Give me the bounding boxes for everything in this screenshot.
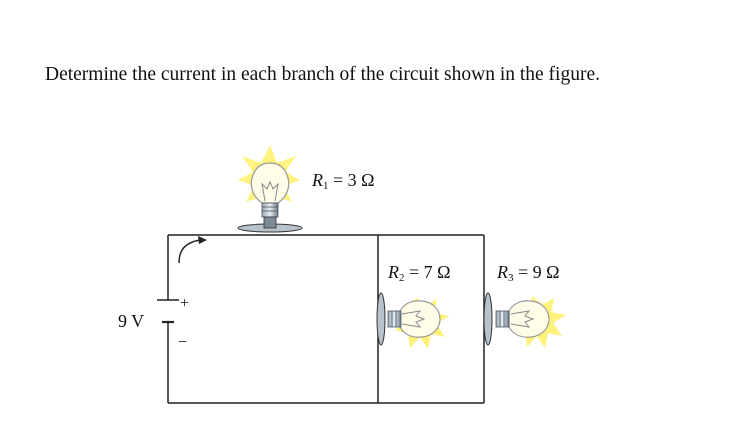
- r3-symbol: R: [497, 262, 508, 282]
- battery-plus-sign: +: [180, 295, 189, 312]
- r2-label: R2 = 7 Ω: [388, 262, 451, 284]
- r1-label: R1 = 3 Ω: [312, 170, 375, 192]
- battery-minus-sign: −: [178, 334, 187, 351]
- r3-value: = 9 Ω: [518, 262, 560, 282]
- r1-value: = 3 Ω: [333, 170, 375, 190]
- r2-value: = 7 Ω: [409, 262, 451, 282]
- question-text: Determine the current in each branch of …: [45, 64, 600, 85]
- r2-subscript: 2: [399, 272, 405, 284]
- battery-voltage-label: 9 V: [118, 311, 144, 331]
- r1-subscript: 1: [323, 180, 329, 192]
- bulb-r2-icon: [376, 292, 449, 349]
- r3-label: R3 = 9 Ω: [497, 262, 560, 284]
- battery-symbol: [157, 299, 179, 324]
- bulb-r3-icon: [483, 292, 566, 348]
- r2-symbol: R: [388, 262, 399, 282]
- bulb-r1-icon: [237, 145, 303, 233]
- r1-symbol: R: [312, 170, 323, 190]
- current-arrow: [178, 236, 207, 264]
- r3-subscript: 3: [508, 272, 514, 284]
